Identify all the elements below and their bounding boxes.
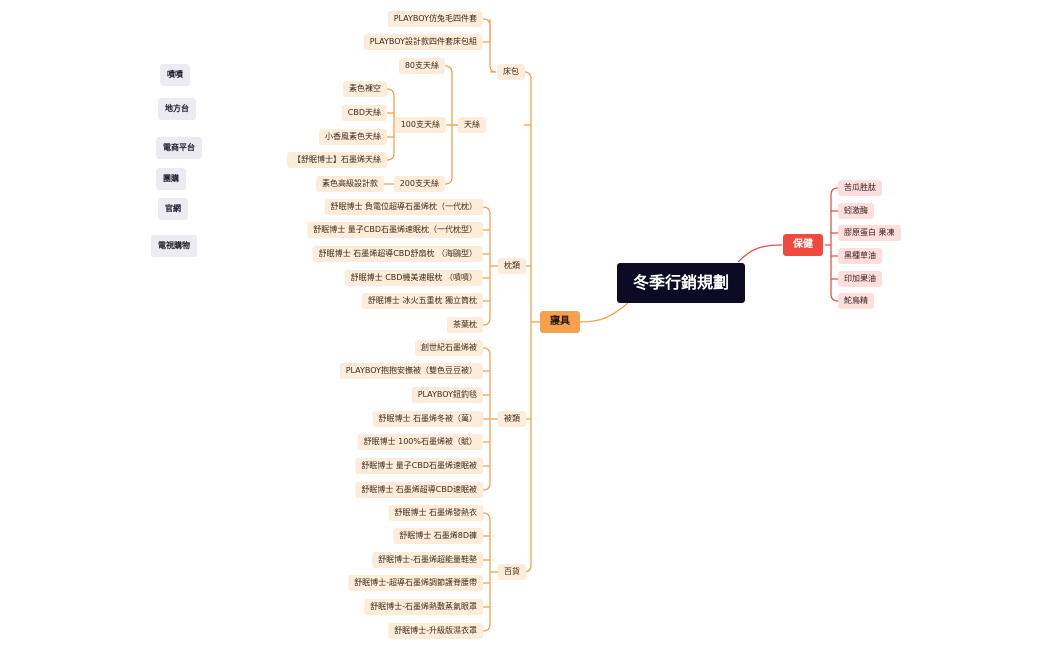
quilt-item[interactable]: 舒眠博士 100%石墨烯被（賦） (357, 434, 483, 450)
tencel-100-item[interactable]: 素色裸空 (343, 81, 387, 97)
edge-root-health (737, 244, 783, 263)
tencel-group-100[interactable]: 100支天絲 (394, 117, 446, 133)
health-item[interactable]: 苦瓜胜肽 (838, 180, 882, 196)
edge-general-bracket (482, 512, 491, 632)
channel-topic[interactable]: 電商平台 (156, 137, 202, 159)
general-item[interactable]: 舒眠博士 石墨烯發熱衣 (388, 505, 483, 521)
root-node[interactable]: 冬季行銷規劃 (616, 263, 746, 303)
edge-bedpack-bracket (489, 19, 496, 73)
pillow-item[interactable]: 舒眠博士 石墨烯超導CBD舒扇枕 （海鷗型） (312, 246, 483, 262)
health-item[interactable]: 印加果油 (838, 271, 882, 287)
pillow-item[interactable]: 茶葉枕 (447, 317, 483, 333)
general-item[interactable]: 舒眠博士 石墨烯8D褲 (393, 528, 483, 544)
category-tencel[interactable]: 天絲 (458, 117, 486, 133)
health-item[interactable]: 黑種草油 (838, 248, 882, 264)
edge-category-trunk (523, 71, 532, 573)
pillow-item[interactable]: 舒眠博士 負電位超導石墨烯枕（一代枕） (324, 199, 483, 215)
branch-bedding[interactable]: 寢具 (540, 311, 580, 333)
quilt-item[interactable]: PLAYBOY抱抱安撫被（雙色豆豆被） (339, 363, 483, 379)
channel-topic[interactable]: 官網 (158, 198, 188, 220)
bedpack-item[interactable]: PLAYBOY設計款四件套床包組 (363, 34, 483, 50)
pillow-item[interactable]: 舒眠博士 CBD機美速眠枕 （嘖嘖） (344, 270, 483, 286)
category-pillow[interactable]: 枕類 (498, 258, 526, 274)
category-bedpack[interactable]: 床包 (497, 64, 525, 80)
health-item[interactable]: 蚓激酶 (838, 203, 874, 219)
edge-root-bedding (579, 302, 629, 323)
quilt-item[interactable]: 舒眠博士 量子CBD石墨烯速眠被 (355, 458, 483, 474)
general-item[interactable]: 舒眠博士-升級版濕衣罩 (388, 623, 483, 639)
quilt-item[interactable]: 舒眠博士 石墨烯冬被（萬） (372, 411, 483, 427)
tencel-100-item[interactable]: CBD天絲 (341, 105, 387, 121)
channel-topic[interactable]: 團購 (156, 168, 186, 190)
quilt-item[interactable]: PLAYBOY鈕釣毯 (411, 387, 483, 403)
tencel-200-item[interactable]: 素色高級設計款 (316, 176, 384, 192)
tencel-group-200[interactable]: 200支天絲 (393, 176, 445, 192)
channel-topic[interactable]: 嘖嘖 (160, 64, 190, 86)
channel-topic[interactable]: 電視購物 (151, 235, 197, 257)
branch-health[interactable]: 保健 (783, 234, 823, 256)
general-item[interactable]: 舒眠博士-石墨烯超能量鞋墊 (372, 552, 483, 568)
quilt-item[interactable]: 創世紀石墨烯被 (415, 340, 483, 356)
pillow-item[interactable]: 舒眠博士 量子CBD石墨烯速眠枕（一代枕型） (307, 222, 483, 238)
quilt-item[interactable]: 舒眠博士 石墨烯超導CBD速眠被 (355, 482, 483, 498)
health-item[interactable]: 膠原蛋白 果凍 (838, 225, 901, 241)
edge-health-bracket (830, 187, 839, 302)
edge-pillow-bracket (482, 206, 491, 326)
health-item[interactable]: 鮀鳥精 (838, 293, 874, 309)
tencel-group-80[interactable]: 80支天絲 (398, 58, 445, 74)
bedpack-item[interactable]: PLAYBOY仿兔毛四件套 (387, 11, 483, 27)
general-item[interactable]: 舒眠博士-石墨烯熱敷蒸氣眼罩 (364, 599, 483, 615)
pillow-item[interactable]: 舒眠博士 冰火五重枕 獨立筒枕 (361, 293, 483, 309)
category-quilt[interactable]: 被類 (498, 411, 526, 427)
tencel-100-item[interactable]: 小香風素色天絲 (319, 129, 387, 145)
tencel-100-item[interactable]: 【舒眠博士】石墨烯天絲 (287, 152, 387, 168)
general-item[interactable]: 舒眠博士-超導石墨烯調節護脊腰帶 (348, 575, 483, 591)
channel-topic[interactable]: 地方台 (158, 98, 196, 120)
category-general[interactable]: 百貨 (498, 564, 526, 580)
